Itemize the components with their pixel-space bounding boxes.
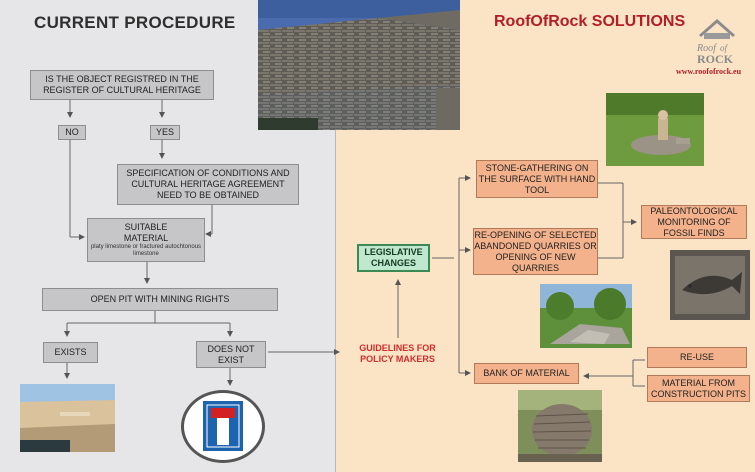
bank-of-material-box: BANK OF MATERIAL: [474, 363, 579, 384]
question-text: IS THE OBJECT REGISTRED IN THE REGISTER …: [43, 74, 201, 95]
stone-roof-photo: [258, 0, 460, 130]
suitable-material-subtitle: platy limestone or fractured autochtonou…: [90, 243, 202, 258]
specification-box: SPECIFICATION OF CONDITIONS AND CULTURAL…: [117, 164, 299, 205]
no-option-box: NO: [58, 125, 86, 140]
bank-of-material-text: BANK OF MATERIAL: [483, 368, 570, 378]
stone-pile-photo: [518, 390, 602, 462]
website-url[interactable]: www.roofofrock.eu: [676, 67, 742, 76]
stone-gathering-text: STONE-GATHERING ON THE SURFACE WITH HAND…: [478, 162, 596, 195]
reuse-text: RE-USE: [679, 352, 714, 362]
suitable-material-title: SUITABLE MATERIAL: [123, 221, 169, 243]
yes-label: YES: [155, 127, 174, 137]
stone-gathering-photo: [606, 93, 704, 166]
open-pit-text: OPEN PIT WITH MINING RIGHTS: [90, 294, 230, 304]
panel-divider: [335, 0, 336, 472]
does-not-exist-text: DOES NOT EXIST: [207, 343, 255, 365]
does-not-exist-box: DOES NOT EXIST: [196, 341, 266, 368]
svg-text:of: of: [720, 43, 729, 53]
svg-text:Roof: Roof: [696, 43, 717, 54]
open-pit-quarry-photo: [20, 384, 115, 452]
reopening-quarries-text: RE-OPENING OF SELECTED ABANDONED QUARRIE…: [474, 229, 597, 273]
suitable-material-box: SUITABLE MATERIAL platy limestone or fra…: [87, 218, 205, 262]
registered-heritage-question-box: IS THE OBJECT REGISTRED IN THE REGISTER …: [30, 70, 214, 100]
roofofrock-logo: Roof of ROCK: [693, 13, 741, 66]
legislative-changes-box: LEGISLATIVE CHANGES: [357, 244, 430, 272]
construction-pits-box: MATERIAL FROM CONSTRUCTION PITS: [647, 375, 750, 402]
svg-text:ROCK: ROCK: [697, 52, 734, 65]
exists-text: EXISTS: [54, 347, 87, 357]
yes-option-box: YES: [150, 125, 180, 140]
paleontological-monitoring-text: PALEONTOLOGICAL MONITORING OF FOSSIL FIN…: [650, 205, 738, 238]
roofofrock-solutions-title: RoofOfRock SOLUTIONS: [494, 13, 686, 30]
stone-gathering-box: STONE-GATHERING ON THE SURFACE WITH HAND…: [476, 160, 598, 198]
current-procedure-title: CURRENT PROCEDURE: [34, 13, 236, 32]
construction-pits-text: MATERIAL FROM CONSTRUCTION PITS: [650, 377, 746, 399]
quarry-photo: [540, 284, 632, 348]
open-pit-box: OPEN PIT WITH MINING RIGHTS: [42, 288, 278, 311]
paleontological-monitoring-box: PALEONTOLOGICAL MONITORING OF FOSSIL FIN…: [641, 205, 747, 239]
specification-text: SPECIFICATION OF CONDITIONS AND CULTURAL…: [126, 168, 290, 200]
exists-box: EXISTS: [43, 342, 98, 363]
fossil-fish-photo: [670, 250, 750, 320]
dead-end-road-sign-icon: [180, 389, 266, 464]
reuse-box: RE-USE: [647, 347, 747, 368]
reopening-quarries-box: RE-OPENING OF SELECTED ABANDONED QUARRIE…: [473, 228, 598, 275]
guidelines-for-policy-makers: GUIDELINES FOR POLICY MAKERS: [346, 339, 449, 368]
no-label: NO: [65, 127, 79, 137]
